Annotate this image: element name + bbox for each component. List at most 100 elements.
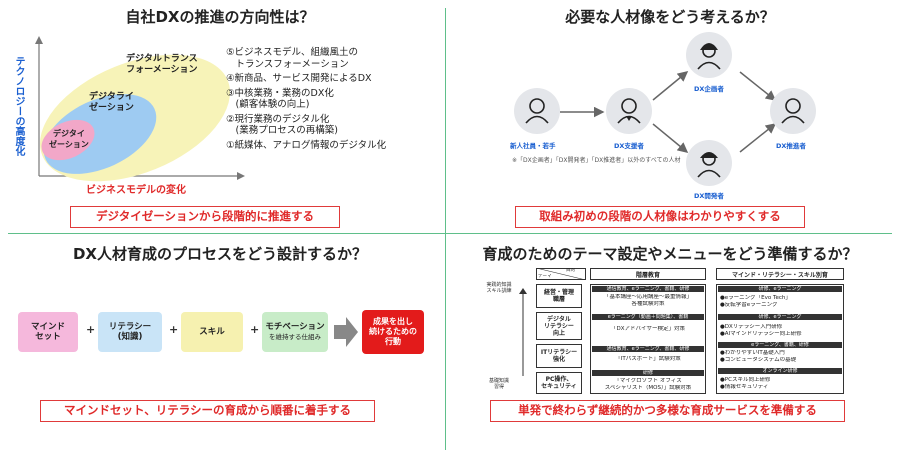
developer-avatar <box>686 140 732 186</box>
result-box: 成果を出し 続けるための 行動 <box>362 310 424 354</box>
stage-list: ⑤ビジネスモデル、組織風土の トランスフォーメーション ④新商品、サービス開発に… <box>226 47 386 154</box>
step-sub: を維持する仕組み <box>269 333 321 341</box>
supporter-label: DX支援者 <box>614 142 644 150</box>
q2-summary: 取組み初めの段階の人材像はわかりやすくする <box>515 206 805 228</box>
supporter-avatar <box>606 88 652 134</box>
right-cell-bar: オンライン研修 <box>718 368 842 374</box>
stage-item: ②現行業務のデジタル化 <box>226 113 330 125</box>
people-note: ※「DX企画者」「DX開発者」「DX推進者」以外のすべての人材 <box>512 157 681 164</box>
person-icon <box>781 98 805 124</box>
mid-cell: 「基本講座〜応用講座〜最重情報」 <box>603 294 692 300</box>
stage-item: (業務プロセスの再構築) <box>226 125 338 136</box>
mid-cell-bar: 通信教育、eラーニング、書籍、研修 <box>592 346 704 352</box>
corner-diagonal <box>536 268 586 280</box>
right-cell: ●コンピュータシステムの基礎 <box>720 357 797 363</box>
arrow-right-icon <box>334 317 358 347</box>
row-label: デジタル リテラシー 向上 <box>536 312 582 340</box>
stage-item: ④新商品、サービス開発によるDX <box>226 73 372 84</box>
right-cell: ●DXリテラシー入門研修 <box>720 324 783 330</box>
q1-title: 自社DXの推進の方向性は？ <box>125 8 315 26</box>
step-label: リテラシー (知識) <box>108 322 152 342</box>
stage-item: ①紙媒体、アナログ情報のデジタル化 <box>226 139 387 151</box>
newcomer-avatar <box>514 88 560 134</box>
x-axis-arrow <box>237 172 245 180</box>
promoter-avatar <box>770 88 816 134</box>
arrow-developer-promoter <box>739 123 777 153</box>
promoter-label: DX推進者 <box>776 142 806 150</box>
corner-top: 目的 <box>566 268 575 273</box>
right-cell-bar: eラーニング、書籍、研修 <box>718 342 842 348</box>
planner-label: DX企画者 <box>694 85 724 93</box>
arrow-planner-promoter <box>739 71 777 101</box>
plus-sign: + <box>86 323 96 336</box>
col-head-skills: マインド・リテラシー・スキル別育 <box>716 268 844 280</box>
right-cell-bar: 研修、eラーニング <box>718 286 842 292</box>
mid-cell-bar: 研修 <box>592 370 704 376</box>
side-caption-bottom: 基礎知識 習得 <box>488 378 509 390</box>
q3-title: DX人材育成のプロセスをどう設計するか？ <box>72 245 368 263</box>
mid-cell-bar: eラーニング（動画＋問題集）、書籍 <box>592 314 704 320</box>
right-cell: ●わかりやすいIT基礎入門 <box>720 350 785 356</box>
plus-sign: + <box>169 323 179 336</box>
label-dx: デジタルトランス フォーメーション <box>126 54 198 75</box>
right-cell-bar: 研修、eラーニング <box>718 314 842 320</box>
right-cell: ●情報セキュリティ <box>720 384 769 390</box>
q1-ellipse-diagram <box>35 36 245 182</box>
col-head-hierarchy: 階層教育 <box>590 268 706 280</box>
right-cell: ●AIマインドリテラシー向上研修 <box>720 331 802 337</box>
right-col-frame <box>716 284 844 394</box>
label-digitization: デジタイ ゼーション <box>49 129 89 149</box>
person-icon <box>697 43 721 70</box>
q4-title: 育成のためのテーマ設定やメニューをどう準備するか？ <box>482 245 858 263</box>
corner-bottom: テーマ <box>538 274 552 279</box>
step-mindset: マインド セット <box>18 312 78 352</box>
developer-label: DX開発者 <box>694 192 724 200</box>
label-digitalization: デジタライ ゼーション <box>89 92 134 113</box>
y-axis-label: テクノロジーの高度化 <box>13 56 24 156</box>
y-axis-arrow <box>35 36 43 44</box>
step-literacy: リテラシー (知識) <box>98 312 162 352</box>
inner-ellipse <box>41 119 95 161</box>
arrow-supporter-planner <box>652 71 689 101</box>
mid-cell: 「マイクロソフト オフィス <box>614 378 682 384</box>
mid-cell: スペシャリスト（MOS）」試験対策 <box>604 385 692 391</box>
mid-cell: 「ITパスポート」試験対策 <box>615 356 681 362</box>
row-label: 経営・管理 職層 <box>536 284 582 308</box>
side-arrow <box>519 288 527 376</box>
person-icon <box>525 98 549 124</box>
step-motivation: モチベーション を維持する仕組み <box>262 312 328 352</box>
mid-cell: 各種試験対策 <box>631 301 665 307</box>
planner-avatar <box>686 32 732 78</box>
q2-title: 必要な人材像をどう考えるか？ <box>565 8 775 26</box>
stage-item: トランスフォーメーション <box>226 58 349 70</box>
person-icon <box>617 98 641 124</box>
q3-summary: マインドセット、リテラシーの育成から順番に着手する <box>40 400 375 422</box>
plus-sign: + <box>250 323 260 336</box>
menu-table: 目的 テーマ 階層教育 マインド・リテラシー・スキル別育 実践的知識 スキル訓練… <box>480 268 844 394</box>
arrow-supporter-developer <box>652 123 689 153</box>
newcomer-label: 新人社員・若手 <box>510 142 556 150</box>
q4-summary: 単発で終わらず継続的かつ多様な育成サービスを準備する <box>490 400 845 422</box>
step-skill: スキル <box>181 312 243 352</box>
vertical-divider <box>445 8 446 450</box>
right-cell: ●eラーニング「Evo Tech」 <box>720 295 791 301</box>
side-caption-top: 実践的知識 スキル訓練 <box>486 282 512 294</box>
mid-cell: 「DXアドバイザー検定」対策 <box>610 326 685 332</box>
right-cell: ●反転学習eラーニング <box>720 302 778 308</box>
horizontal-divider <box>8 233 892 234</box>
mid-col-frame <box>590 284 706 394</box>
q1-summary: デジタイゼーションから段階的に推進する <box>70 206 340 228</box>
step-label: スキル <box>199 327 225 337</box>
stage-item: (顧客体験の向上) <box>226 99 310 110</box>
stage-item: ⑤ビジネスモデル、組織風土の <box>226 47 359 58</box>
person-icon <box>697 152 721 178</box>
stage-item: ③中核業務・業務のDX化 <box>226 87 334 99</box>
x-axis-label: ビジネスモデルの変化 <box>86 185 186 196</box>
q2-arrows <box>560 71 777 153</box>
right-cell: ●PCスキル向上研修 <box>720 377 771 383</box>
mid-cell-bar: 通信教育、eラーニング、書籍、研修 <box>592 286 704 292</box>
row-label: ITリテラシー 強化 <box>536 344 582 368</box>
step-label: モチベーション <box>265 322 325 332</box>
step-label: マインド セット <box>30 322 65 342</box>
row-label: PC操作、 セキュリティ <box>536 372 582 394</box>
